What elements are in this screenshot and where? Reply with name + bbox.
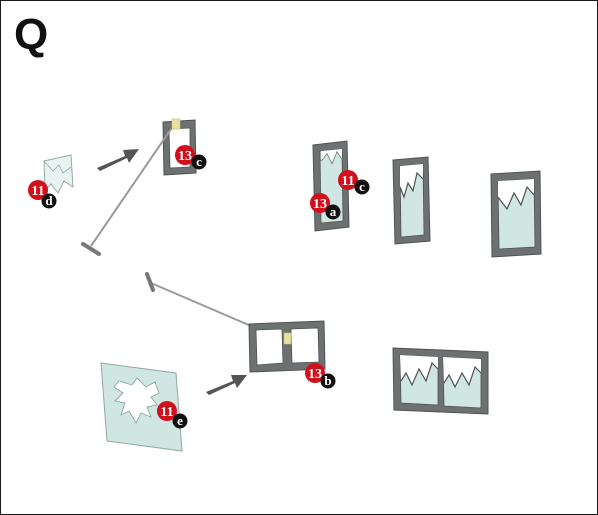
- callout-number: 11: [31, 184, 44, 199]
- glass-shard-upper: [43, 154, 74, 194]
- callout-11-c: 11 c: [338, 170, 370, 195]
- tape-mark-lower: [283, 332, 292, 345]
- tool-upper: [81, 128, 172, 256]
- callout-number: 11: [160, 405, 173, 420]
- panel-letter: Q: [14, 10, 49, 59]
- tape-mark-upper: [171, 118, 181, 130]
- callout-number: 13: [178, 149, 192, 164]
- callout-13-a: 13 a: [310, 193, 341, 220]
- callout-letter: e: [177, 413, 183, 428]
- frame-broken-glass-2: [490, 170, 542, 258]
- callout-letter: a: [330, 204, 337, 219]
- callout-number: 13: [313, 197, 327, 212]
- callout-letter: c: [196, 154, 202, 169]
- callout-letter: b: [324, 373, 331, 388]
- double-frame-lower: [248, 320, 326, 373]
- callout-11-d: 11 d: [28, 180, 57, 209]
- frame-broken-glass-1: [392, 156, 431, 245]
- double-frame-broken-glass: [392, 347, 489, 415]
- callout-11-e: 11 e: [157, 401, 188, 429]
- callout-13-b: 13 b: [305, 363, 336, 389]
- callout-number: 11: [341, 174, 354, 189]
- callout-number: 13: [308, 367, 322, 382]
- callout-letter: d: [45, 193, 53, 208]
- glass-sheet-lower: [100, 362, 183, 452]
- arrow-upper: [97, 149, 139, 171]
- callout-13-c: 13 c: [175, 145, 207, 170]
- arrow-lower: [206, 375, 247, 395]
- callout-letter: c: [359, 179, 365, 194]
